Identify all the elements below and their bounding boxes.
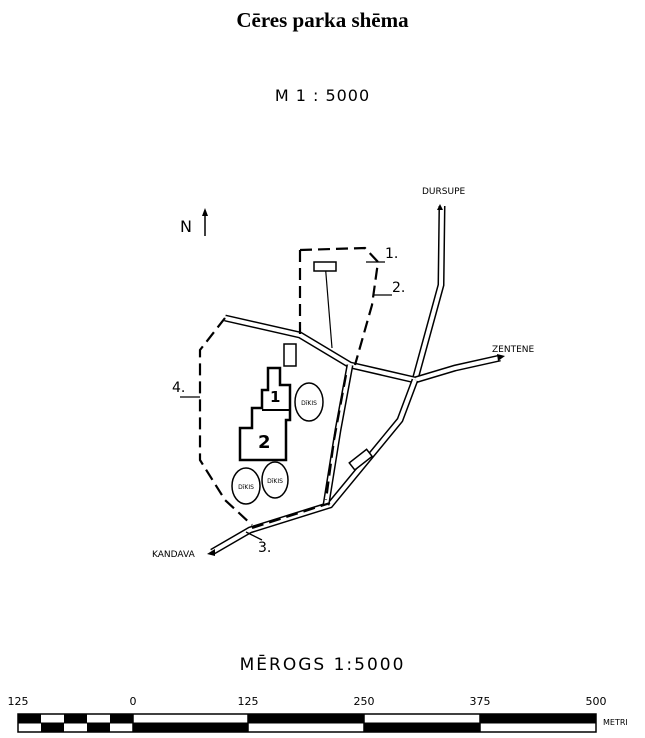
building-2-label: 2 (258, 432, 271, 453)
zone-2-label: 2. (392, 280, 405, 296)
pond-1-label: DīKIS (301, 400, 317, 407)
scale-caption: MĒROGS 1:5000 (239, 655, 406, 675)
zone-1-label: 1. (385, 246, 398, 262)
inner-path (324, 261, 333, 349)
building-small (283, 343, 297, 367)
pond-1 (294, 382, 324, 422)
pond-3-label: DīKIS (267, 478, 283, 485)
arrow-dursupe-icon (437, 204, 443, 210)
boundary-zone-4 (198, 317, 253, 526)
place-kandava: KANDAVA (152, 550, 196, 560)
scale-tick-1: 125 (8, 695, 29, 708)
scale-tick-5: 375 (470, 695, 491, 708)
north-label: N (180, 217, 192, 236)
boundary-zone-3 (251, 501, 331, 530)
pond-2 (231, 467, 261, 505)
zone-labels: 1. 2. 3. 4. (172, 246, 405, 556)
park-boundaries (198, 246, 380, 530)
scale-tick-4: 250 (354, 695, 375, 708)
building-1-label: 1 (270, 388, 280, 406)
scale-bar: 125 0 125 250 375 500 METRI (8, 695, 628, 733)
roads (210, 205, 501, 556)
building-north (313, 261, 337, 272)
boundary-zone-3b (324, 374, 348, 501)
main-building (238, 366, 292, 462)
scale-label-top: M 1 : 5000 (274, 86, 371, 105)
boundary-zone-2 (299, 246, 380, 366)
place-zentene: ZENTENE (492, 345, 535, 355)
zone-4-label: 4. (172, 380, 185, 396)
north-arrow: N (180, 208, 208, 236)
pond-2-label: DīKIS (238, 484, 254, 491)
building-east (348, 448, 374, 471)
north-arrow-icon (202, 208, 208, 216)
scale-tick-6: 500 (586, 695, 607, 708)
scale-tick-3: 125 (238, 695, 259, 708)
scale-unit: METRI (603, 718, 628, 727)
map-title: Cēres parka shēma (236, 8, 409, 32)
arrow-zentene-icon (497, 354, 505, 361)
pond-3 (261, 461, 289, 499)
zone-3-label: 3. (258, 540, 271, 556)
scale-tick-2: 0 (130, 695, 137, 708)
place-dursupe: DURSUPE (422, 187, 465, 197)
arrow-kandava-icon (207, 549, 215, 556)
